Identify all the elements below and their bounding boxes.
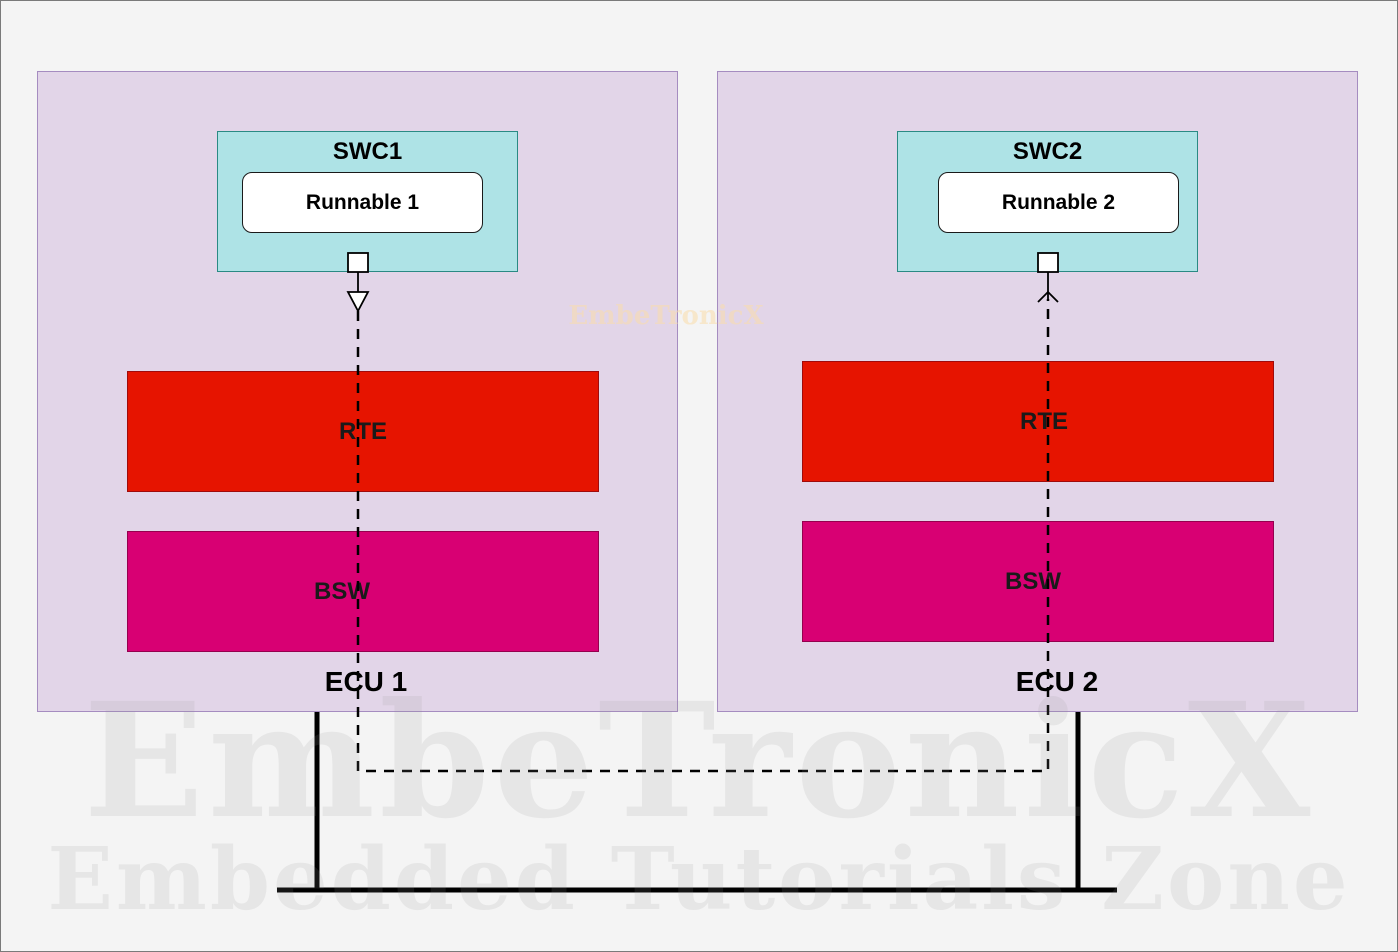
ecu1-bsw-layer: BSW bbox=[127, 531, 599, 652]
runnable-2: Runnable 2 bbox=[938, 172, 1179, 233]
ecu2-bsw-label: BSW bbox=[1005, 567, 1061, 595]
signal-path-dashed bbox=[356, 299, 1050, 773]
ecu2-rte-layer: RTE bbox=[802, 361, 1274, 482]
swc2-box: SWC2 Runnable 2 bbox=[897, 131, 1198, 272]
ecu1-rte-layer: RTE bbox=[127, 371, 599, 492]
swc2-title: SWC2 bbox=[1012, 138, 1083, 165]
ecu2-rte-label: RTE bbox=[1020, 407, 1068, 435]
swc1-title: SWC1 bbox=[332, 138, 403, 165]
swc1-sender-port bbox=[347, 252, 369, 273]
ecu1-bsw-label: BSW bbox=[314, 577, 370, 605]
runnable-1: Runnable 1 bbox=[242, 172, 483, 233]
swc1-box: SWC1 Runnable 1 bbox=[217, 131, 518, 272]
ecu2-bsw-layer: BSW bbox=[802, 521, 1274, 642]
swc2-receiver-port bbox=[1037, 252, 1059, 273]
receive-arrow-icon bbox=[1037, 290, 1059, 303]
ecu2-label: ECU 2 bbox=[1015, 666, 1099, 697]
send-arrow-icon bbox=[346, 291, 370, 313]
ecu1-label: ECU 1 bbox=[324, 666, 408, 697]
